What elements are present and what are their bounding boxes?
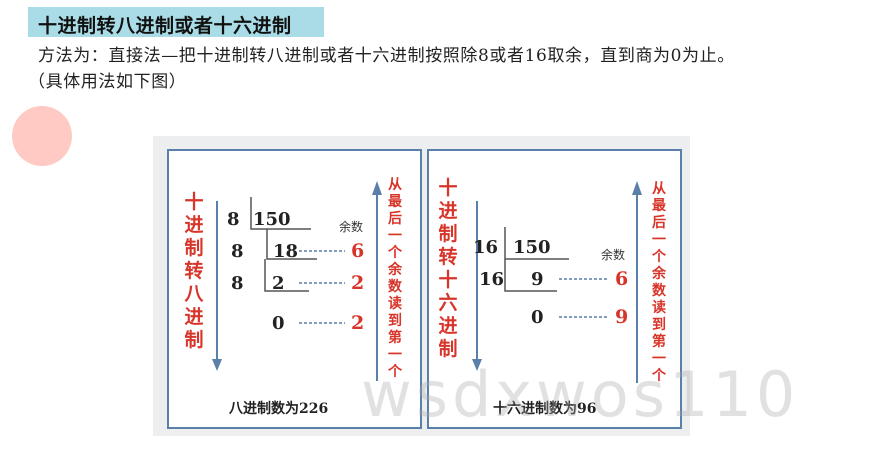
octal-conversion-panel: 十进制转八进制 8 150 8 18 8 2 0 余数 6 2 2	[167, 149, 422, 429]
vertical-char: 第	[388, 330, 402, 346]
page-heading: 十进制转八进制或者十六进制	[38, 15, 292, 37]
remainder-2: 9	[615, 306, 628, 328]
remainder-1: 6	[351, 240, 364, 262]
vertical-char: 从	[388, 177, 402, 193]
vertical-char: 一	[388, 228, 402, 244]
division-brackets	[504, 227, 569, 292]
divisor-1: 16	[473, 237, 498, 258]
vertical-char: 十	[438, 269, 458, 291]
divisor-1: 8	[227, 209, 240, 230]
vertical-char: 进	[438, 200, 458, 222]
vertical-char: 个	[652, 368, 666, 384]
vertical-char: 最	[388, 194, 402, 210]
vertical-char: 转	[184, 260, 204, 282]
vertical-char: 后	[652, 215, 666, 231]
octal-vertical-title: 十进制转八进制	[183, 191, 205, 352]
divisor-2: 8	[231, 241, 244, 262]
vertical-char: 后	[388, 211, 402, 227]
remainder-header: 余数	[601, 247, 625, 262]
vertical-char: 制	[438, 223, 458, 245]
vertical-char: 数	[652, 283, 666, 299]
vertical-char: 六	[438, 292, 458, 314]
conversion-figure: 十进制转八进制 8 150 8 18 8 2 0 余数 6 2 2	[153, 136, 795, 436]
vertical-char: 从	[652, 181, 666, 197]
vertical-char: 到	[388, 313, 402, 329]
heading-highlight	[28, 7, 324, 37]
vertical-char: 到	[652, 317, 666, 333]
vertical-char: 个	[388, 245, 402, 261]
vertical-char: 制	[184, 237, 204, 259]
remainder-1: 6	[615, 268, 628, 290]
hex-read-order-note: 从最后一个余数读到第一个	[651, 181, 667, 385]
quotient-1: 150	[253, 209, 291, 230]
vertical-char: 进	[438, 315, 458, 337]
division-brackets	[250, 197, 317, 292]
divisor-3: 8	[231, 273, 244, 294]
vertical-char: 读	[652, 300, 666, 316]
remainder-header: 余数	[339, 219, 363, 234]
vertical-char: 进	[184, 306, 204, 328]
vertical-char: 一	[652, 232, 666, 248]
hex-division-diagram: 16 150 16 9 0 余数 6 9 十六进制数为96	[472, 181, 642, 417]
quotient-3: 0	[531, 307, 544, 328]
up-arrow-head	[372, 181, 382, 195]
vertical-char: 一	[388, 347, 402, 363]
vertical-char: 制	[184, 329, 204, 351]
quotient-3: 2	[272, 273, 285, 294]
vertical-char: 十	[184, 191, 204, 213]
hex-conversion-panel: 十进制转十六进制 16 150 16 9 0 余数 6 9 十六进制数为96 从…	[427, 149, 682, 429]
quotient-2: 18	[273, 241, 298, 262]
down-arrow-head	[212, 359, 222, 371]
remainder-2: 2	[351, 272, 364, 294]
method-description: 方法为：直接法—把十进制转八进制或者十六进制按照除8或者16取余，直到商为0为止…	[38, 46, 735, 66]
vertical-char: 余	[652, 266, 666, 282]
vertical-char: 个	[652, 249, 666, 265]
decorative-circle	[12, 106, 72, 166]
vertical-char: 个	[388, 364, 402, 380]
vertical-char: 转	[438, 246, 458, 268]
remainder-3: 2	[351, 312, 364, 334]
octal-division-diagram: 8 150 8 18 8 2 0 余数 6 2 2 八进制数为226	[212, 181, 382, 417]
usage-note: （具体用法如下图）	[28, 72, 187, 92]
vertical-char: 数	[388, 279, 402, 295]
vertical-char: 最	[652, 198, 666, 214]
vertical-char: 一	[652, 351, 666, 367]
vertical-char: 制	[438, 338, 458, 360]
vertical-char: 十	[438, 177, 458, 199]
divisor-2: 16	[479, 269, 504, 290]
vertical-char: 余	[388, 262, 402, 278]
quotient-4: 0	[272, 313, 285, 334]
vertical-char: 进	[184, 214, 204, 236]
watermark: wsdxwos110	[361, 358, 800, 431]
hex-vertical-title: 十进制转十六进制	[437, 177, 459, 361]
vertical-char: 第	[652, 334, 666, 350]
quotient-1: 150	[513, 237, 551, 258]
quotient-2: 9	[531, 269, 544, 290]
octal-read-order-note: 从最后一个余数读到第一个	[387, 177, 403, 381]
vertical-char: 八	[184, 283, 204, 305]
vertical-char: 读	[388, 296, 402, 312]
hex-result: 十六进制数为96	[493, 400, 596, 417]
octal-result: 八进制数为226	[228, 400, 328, 417]
